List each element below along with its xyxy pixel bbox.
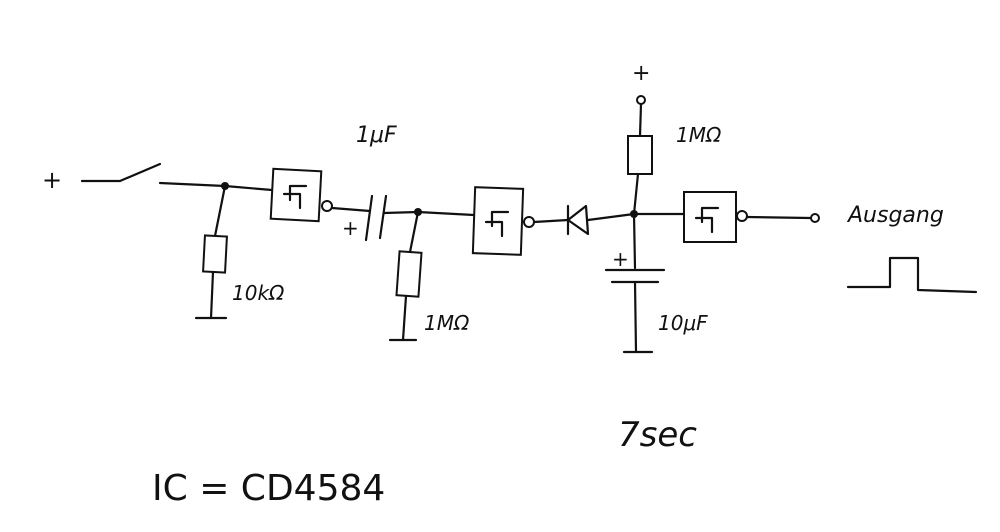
res-3-value: 1MΩ bbox=[676, 123, 722, 147]
cap-1-polarity: + bbox=[342, 216, 359, 240]
resistor-1m-pullup bbox=[627, 102, 653, 216]
resistor-1m-lower bbox=[388, 210, 423, 342]
inverter-bubble-2 bbox=[523, 216, 535, 228]
time-label: 7sec bbox=[618, 415, 697, 455]
cap-2-value: 10μF bbox=[658, 311, 708, 335]
schmitt-trigger-inverter-icon bbox=[694, 206, 720, 234]
inverter-bubble-1 bbox=[321, 200, 333, 212]
cap-1-value: 1μF bbox=[356, 123, 397, 148]
schmitt-trigger-inverter-icon bbox=[484, 210, 510, 238]
res-1-value: 10kΩ bbox=[232, 281, 285, 305]
res-2-value: 1MΩ bbox=[424, 311, 470, 335]
schmitt-inverter-3 bbox=[683, 191, 748, 243]
inverter-bubble-3 bbox=[736, 210, 748, 222]
output-label: Ausgang bbox=[846, 203, 944, 228]
cap-2-polarity: + bbox=[612, 247, 629, 271]
supply-plus-top-label: + bbox=[632, 61, 650, 86]
capacitor-1uf bbox=[364, 194, 388, 242]
output-terminal bbox=[810, 213, 820, 223]
resistor-10k bbox=[194, 184, 228, 320]
supply-plus-left-label: + bbox=[42, 166, 62, 194]
diode-icon bbox=[566, 204, 590, 236]
switch-symbol bbox=[80, 162, 227, 188]
schmitt-inverter-1 bbox=[269, 167, 333, 223]
ic-label: IC = CD4584 bbox=[152, 468, 385, 509]
capacitor-10uf bbox=[604, 212, 666, 354]
schmitt-inverter-2 bbox=[471, 186, 535, 256]
square-pulse-icon bbox=[846, 256, 978, 294]
schmitt-trigger-inverter-icon bbox=[282, 184, 308, 210]
supply-terminal-top bbox=[636, 95, 646, 105]
